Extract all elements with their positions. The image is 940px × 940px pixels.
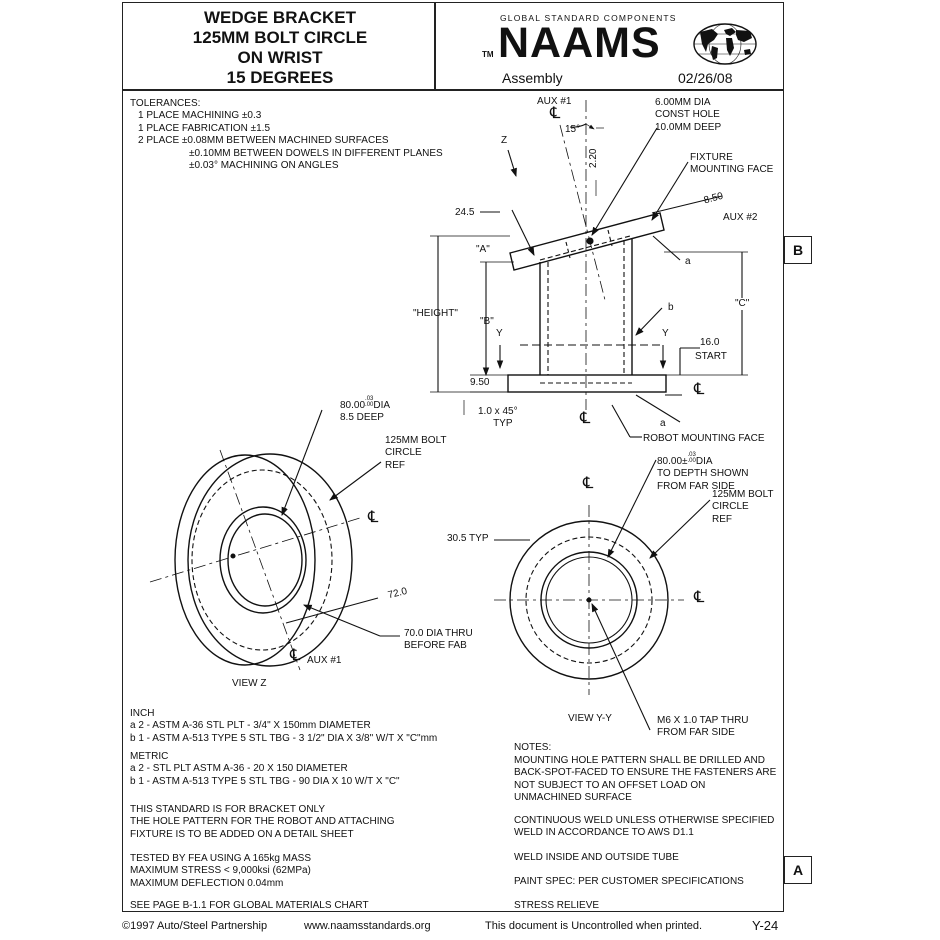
ref-b: b: [668, 302, 674, 313]
title-line-2: 125MM BOLT CIRCLE: [192, 28, 368, 47]
view-z-aux1: AUX #1: [307, 655, 342, 666]
tolerance-line: 1 PLACE MACHINING ±0.3: [138, 110, 262, 122]
centerline-symbol-z-bottom: ℄: [290, 647, 301, 664]
hole-note: 6.00MM DIA CONST HOLE 10.0MM DEEP: [655, 97, 722, 133]
title-line-3: ON WRIST: [237, 48, 323, 67]
view-z-bore-note: 80.00.03.00DIA 8.5 DEEP: [340, 396, 391, 424]
globe-logo-icon: [693, 23, 757, 65]
drawing-title: WEDGE BRACKET 125MM BOLT CIRCLE ON WRIST…: [126, 8, 434, 88]
dim-9-50: 9.50: [470, 377, 490, 388]
aux1-label: AUX #1: [537, 96, 572, 107]
drawing-sheet-border: [122, 2, 784, 912]
note-3: WELD INSIDE AND OUTSIDE TUBE: [514, 852, 679, 863]
fixture-face-note: FIXTURE MOUNTING FACE: [690, 152, 774, 176]
tolerance-line: 1 PLACE FABRICATION ±1.5: [138, 122, 271, 134]
tolerances-heading: TOLERANCES:: [130, 98, 201, 109]
centerline-symbol-yy-right: ℄: [694, 589, 705, 606]
robot-face-label: ROBOT MOUNTING FACE: [643, 433, 765, 444]
view-yy-bolt-circle-note: 125MM BOLT CIRCLE REF: [712, 489, 774, 525]
header-bottom-rule: [122, 89, 784, 91]
brand-logo-text: NAAMS: [498, 19, 661, 67]
view-yy-bore-note: 80.00±.03.00DIA TO DEPTH SHOWN FROM FAR …: [657, 452, 749, 492]
wedge-plate-shape: [509, 212, 665, 271]
base-plate-shape: [507, 374, 667, 393]
centerline-symbol-base: ℄: [694, 381, 705, 398]
note-4: PAINT SPEC: PER CUSTOMER SPECIFICATIONS: [514, 876, 744, 887]
dim-2-20: 2.20: [588, 148, 599, 168]
note-2: CONTINUOUS WELD UNLESS OTHERWISE SPECIFI…: [514, 815, 775, 839]
label-c: "C": [735, 298, 750, 311]
title-line-1: WEDGE BRACKET: [203, 8, 357, 27]
materials-chart-note: SEE PAGE B-1.1 FOR GLOBAL MATERIALS CHAR…: [130, 900, 369, 911]
title-line-4: 15 DEGREES: [226, 68, 334, 87]
view-yy-tap-note: M6 X 1.0 TAP THRU FROM FAR SIDE: [657, 715, 749, 739]
dim-30-5: 30.5 TYP: [447, 533, 489, 544]
label-height: "HEIGHT": [413, 308, 458, 319]
view-yy-drawing: [494, 459, 711, 731]
section-label: Assembly: [502, 70, 563, 86]
view-z-label: VIEW Z: [232, 678, 267, 689]
centerline-symbol-z-right: ℄: [368, 509, 379, 526]
view-z-drawing: [149, 409, 400, 671]
trademark-mark: TM: [482, 50, 494, 59]
ref-a-top: a: [685, 256, 691, 267]
standard-note: THIS STANDARD IS FOR BRACKET ONLY THE HO…: [130, 804, 395, 840]
notes-heading: NOTES:: [514, 742, 552, 753]
label-b: "B": [480, 316, 494, 327]
centerline-symbol-aux1: ℄: [550, 105, 561, 122]
zone-tab-a: A: [784, 856, 812, 884]
centerline-symbol-side: ℄: [580, 410, 591, 427]
section-y-right: Y: [662, 328, 669, 339]
footer-uncontrolled: This document is Uncontrolled when print…: [485, 920, 703, 932]
tolerance-line: ±0.03° MACHINING ON ANGLES: [189, 160, 339, 172]
header-divider: [434, 2, 436, 90]
section-y-left: Y: [496, 328, 503, 339]
ref-a-bottom: a: [660, 418, 666, 429]
angle-label: 15°: [565, 124, 581, 135]
footer-copyright: ©1997 Auto/Steel Partnership: [122, 920, 268, 932]
fea-note: TESTED BY FEA USING A 165kg MASS MAXIMUM…: [130, 853, 311, 889]
aux2-label: AUX #2: [723, 212, 758, 223]
tolerance-line: 2 PLACE ±0.08MM BETWEEN MACHINED SURFACE…: [138, 135, 389, 147]
chamfer-note: 1.0 x 45° TYP: [478, 406, 518, 430]
note-1: MOUNTING HOLE PATTERN SHALL BE DRILLED A…: [514, 755, 777, 804]
start-label: START: [695, 351, 727, 362]
materials-metric: METRIC a 2 - STL PLT ASTM A-36 - 20 X 15…: [130, 751, 400, 787]
materials-inch: INCH a 2 - ASTM A-36 STL PLT - 3/4" X 15…: [130, 708, 438, 744]
dim-16-0: 16.0: [700, 337, 720, 348]
tolerance-line: ±0.10MM BETWEEN DOWELS IN DIFFERENT PLAN…: [189, 147, 443, 159]
company-tagline: GLOBAL STANDARD COMPONENTS: [500, 13, 677, 23]
view-yy-label: VIEW Y-Y: [568, 713, 612, 724]
note-5: STRESS RELIEVE: [514, 900, 600, 911]
footer-website: www.naamsstandards.org: [304, 920, 431, 932]
dim-24-5: 24.5: [455, 207, 475, 218]
tolerances-block: TOLERANCES: 1 PLACE MACHINING ±0.3 1 PLA…: [130, 98, 443, 172]
footer-page-number: Y-24: [752, 918, 779, 933]
centerline-symbol-yy-top: ℄: [583, 475, 594, 492]
drawing-date: 02/26/08: [678, 70, 733, 86]
side-view-drawing: [430, 100, 748, 438]
view-z-bolt-circle-note: 125MM BOLT CIRCLE REF: [385, 435, 447, 471]
z-arrow-label: Z: [501, 135, 508, 146]
label-a-top: "A": [476, 244, 490, 255]
zone-tab-b: B: [784, 236, 812, 264]
view-z-thru-note: 70.0 DIA THRU BEFORE FAB: [404, 628, 473, 652]
